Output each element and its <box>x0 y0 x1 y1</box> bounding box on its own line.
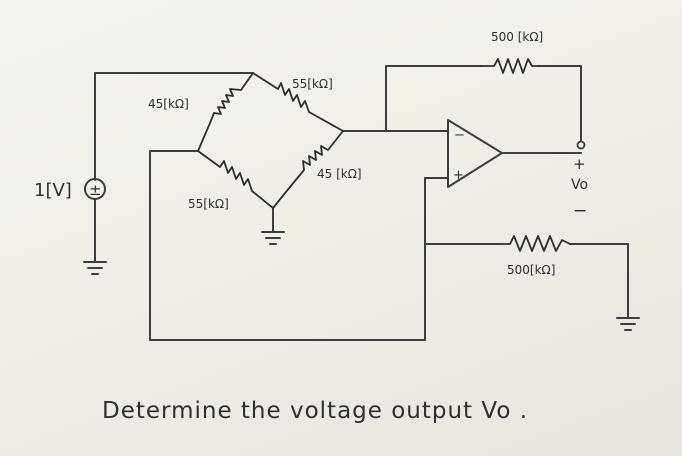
label-feedback-resistor: 500 [kΩ] <box>491 30 543 44</box>
label-top-left-resistor: 45[kΩ] <box>148 97 189 111</box>
output-name: Vo <box>571 177 588 193</box>
output-node <box>576 140 586 150</box>
voltage-source-symbol <box>84 178 106 200</box>
wire-lower-res-to-ground <box>569 243 629 319</box>
wire-feedback-left <box>385 65 483 132</box>
voltage-source: ± 1[V] <box>34 178 106 201</box>
ground-source-icon <box>83 261 107 275</box>
label-top-right-resistor: 55[kΩ] <box>292 77 333 91</box>
resistor-bottom-left <box>197 150 274 209</box>
ground-output-icon <box>616 317 640 331</box>
label-bottom-right-resistor: 45 [kΩ] <box>317 167 362 181</box>
op-amp-inverting-sign: − <box>454 128 465 143</box>
label-bottom-left-resistor: 55[kΩ] <box>188 197 229 211</box>
voltage-source-sign: ± <box>89 181 102 199</box>
resistor-top-left <box>197 72 254 152</box>
output-plus: + <box>573 155 586 173</box>
op-amp: − + <box>447 119 503 188</box>
wires <box>94 65 629 341</box>
wire-feedback-right <box>537 65 582 142</box>
op-amp-noninverting-sign: + <box>453 168 464 183</box>
resistor-feedback <box>481 58 539 74</box>
question-text: Determine the voltage output Vo . <box>102 398 528 424</box>
ground-bridge-icon <box>261 231 285 245</box>
op-amp-body <box>447 119 503 188</box>
voltage-source-label: 1[V] <box>34 180 72 201</box>
label-ground-resistor: 500[kΩ] <box>507 263 555 277</box>
resistor-top-right <box>252 72 344 132</box>
resistor-bottom-right <box>272 130 344 209</box>
output-minus: − <box>573 201 587 221</box>
wire-source-top <box>94 72 254 181</box>
resistor-to-ground <box>499 235 571 252</box>
wire-left-node-loop <box>149 150 449 341</box>
output-terminal: + Vo − <box>571 140 588 221</box>
